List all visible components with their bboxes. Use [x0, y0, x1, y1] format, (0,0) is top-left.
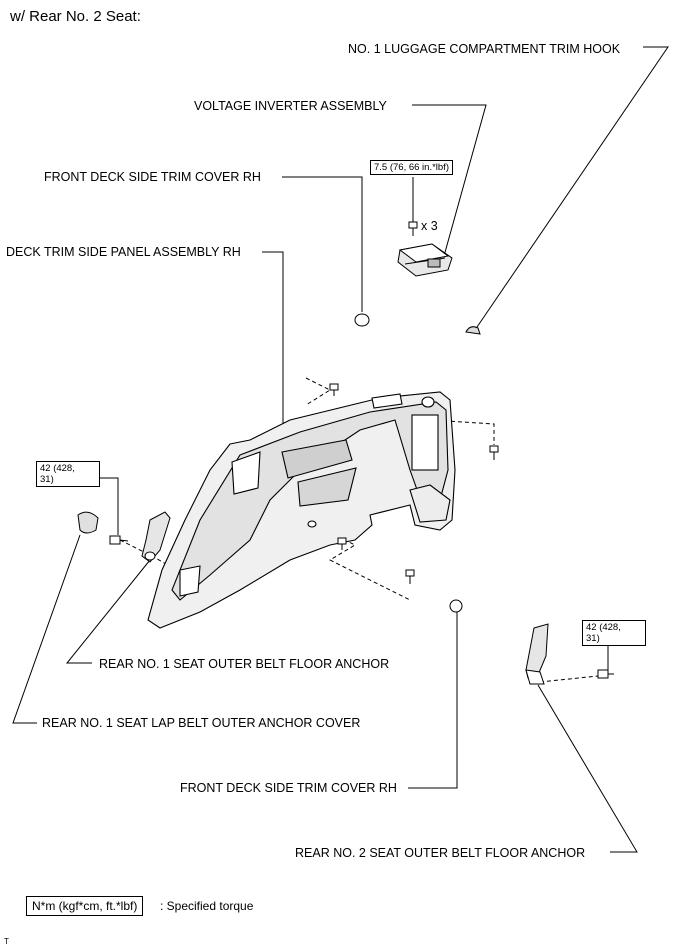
- leader-rear-no1-anchor: [65, 559, 151, 664]
- rear-no1-bolt-drawing: [109, 535, 129, 545]
- legend-description: : Specified torque: [160, 899, 254, 913]
- label-rear-no2-anchor: REAR NO. 2 SEAT OUTER BELT FLOOR ANCHOR: [295, 846, 586, 860]
- torque-spec-rear-no1-line1: 42 (428,: [40, 463, 75, 474]
- dashline-top-screw: [305, 377, 332, 406]
- qty-inverter-screws: x 3: [421, 219, 438, 233]
- torque-spec-rear-no1: 42 (428, 31): [36, 461, 100, 487]
- luggage-hook-drawing: [465, 326, 481, 335]
- inverter-screw: [408, 221, 418, 236]
- label-rear-no1-cover: REAR NO. 1 SEAT LAP BELT OUTER ANCHOR CO…: [42, 716, 361, 730]
- leader-deck-trim-panel: [262, 251, 284, 425]
- label-voltage-inverter: VOLTAGE INVERTER ASSEMBLY: [194, 99, 387, 113]
- panel-screw-center: [337, 537, 347, 550]
- leader-torque-no1: [100, 477, 119, 535]
- leader-rear-no2-anchor: [537, 684, 638, 853]
- leader-front-deck-cover-top: [282, 176, 363, 312]
- torque-spec-rear-no1-line2: 31): [40, 474, 54, 485]
- label-rear-no1-anchor: REAR NO. 1 SEAT OUTER BELT FLOOR ANCHOR: [99, 657, 390, 671]
- panel-screw-bottom: [405, 569, 415, 584]
- front-deck-cover-bottom-drawing: [449, 599, 463, 613]
- front-deck-cover-top-drawing: [354, 313, 370, 327]
- label-deck-trim-panel: DECK TRIM SIDE PANEL ASSEMBLY RH: [6, 245, 241, 259]
- torque-spec-rear-no2-line2: 31): [586, 633, 600, 644]
- leader-front-deck-cover-bottom: [408, 611, 458, 789]
- panel-screw-top: [329, 383, 339, 396]
- voltage-inverter-drawing: [397, 243, 453, 277]
- footer-mark: T: [4, 937, 9, 946]
- torque-spec-inverter-value: 7.5 (76, 66 in.*lbf): [374, 162, 449, 173]
- label-front-deck-cover-bottom: FRONT DECK SIDE TRIM COVER RH: [180, 781, 397, 795]
- leader-voltage-inverter: [412, 104, 487, 257]
- panel-screw-right: [489, 445, 499, 460]
- torque-spec-rear-no2: 42 (428, 31): [582, 620, 646, 646]
- dashline-no2-bolt: [539, 675, 599, 683]
- deck-trim-panel-drawing: [147, 391, 456, 629]
- legend-unit-box: N*m (kgf*cm, ft.*lbf): [26, 896, 144, 916]
- leader-luggage-hook: [474, 46, 669, 331]
- page-title: w/ Rear No. 2 Seat:: [10, 8, 141, 25]
- rear-no1-belt-anchor-drawing: [141, 511, 171, 563]
- label-front-deck-cover-top: FRONT DECK SIDE TRIM COVER RH: [44, 170, 261, 184]
- rear-no1-lap-cover-drawing: [77, 511, 99, 534]
- rear-no2-belt-anchor-drawing: [525, 623, 549, 685]
- torque-spec-rear-no2-line1: 42 (428,: [586, 622, 621, 633]
- rear-no2-bolt-drawing: [597, 669, 614, 679]
- torque-spec-inverter: 7.5 (76, 66 in.*lbf): [370, 160, 453, 175]
- label-luggage-hook: NO. 1 LUGGAGE COMPARTMENT TRIM HOOK: [348, 42, 621, 56]
- leader-rear-no1-cover: [12, 534, 81, 724]
